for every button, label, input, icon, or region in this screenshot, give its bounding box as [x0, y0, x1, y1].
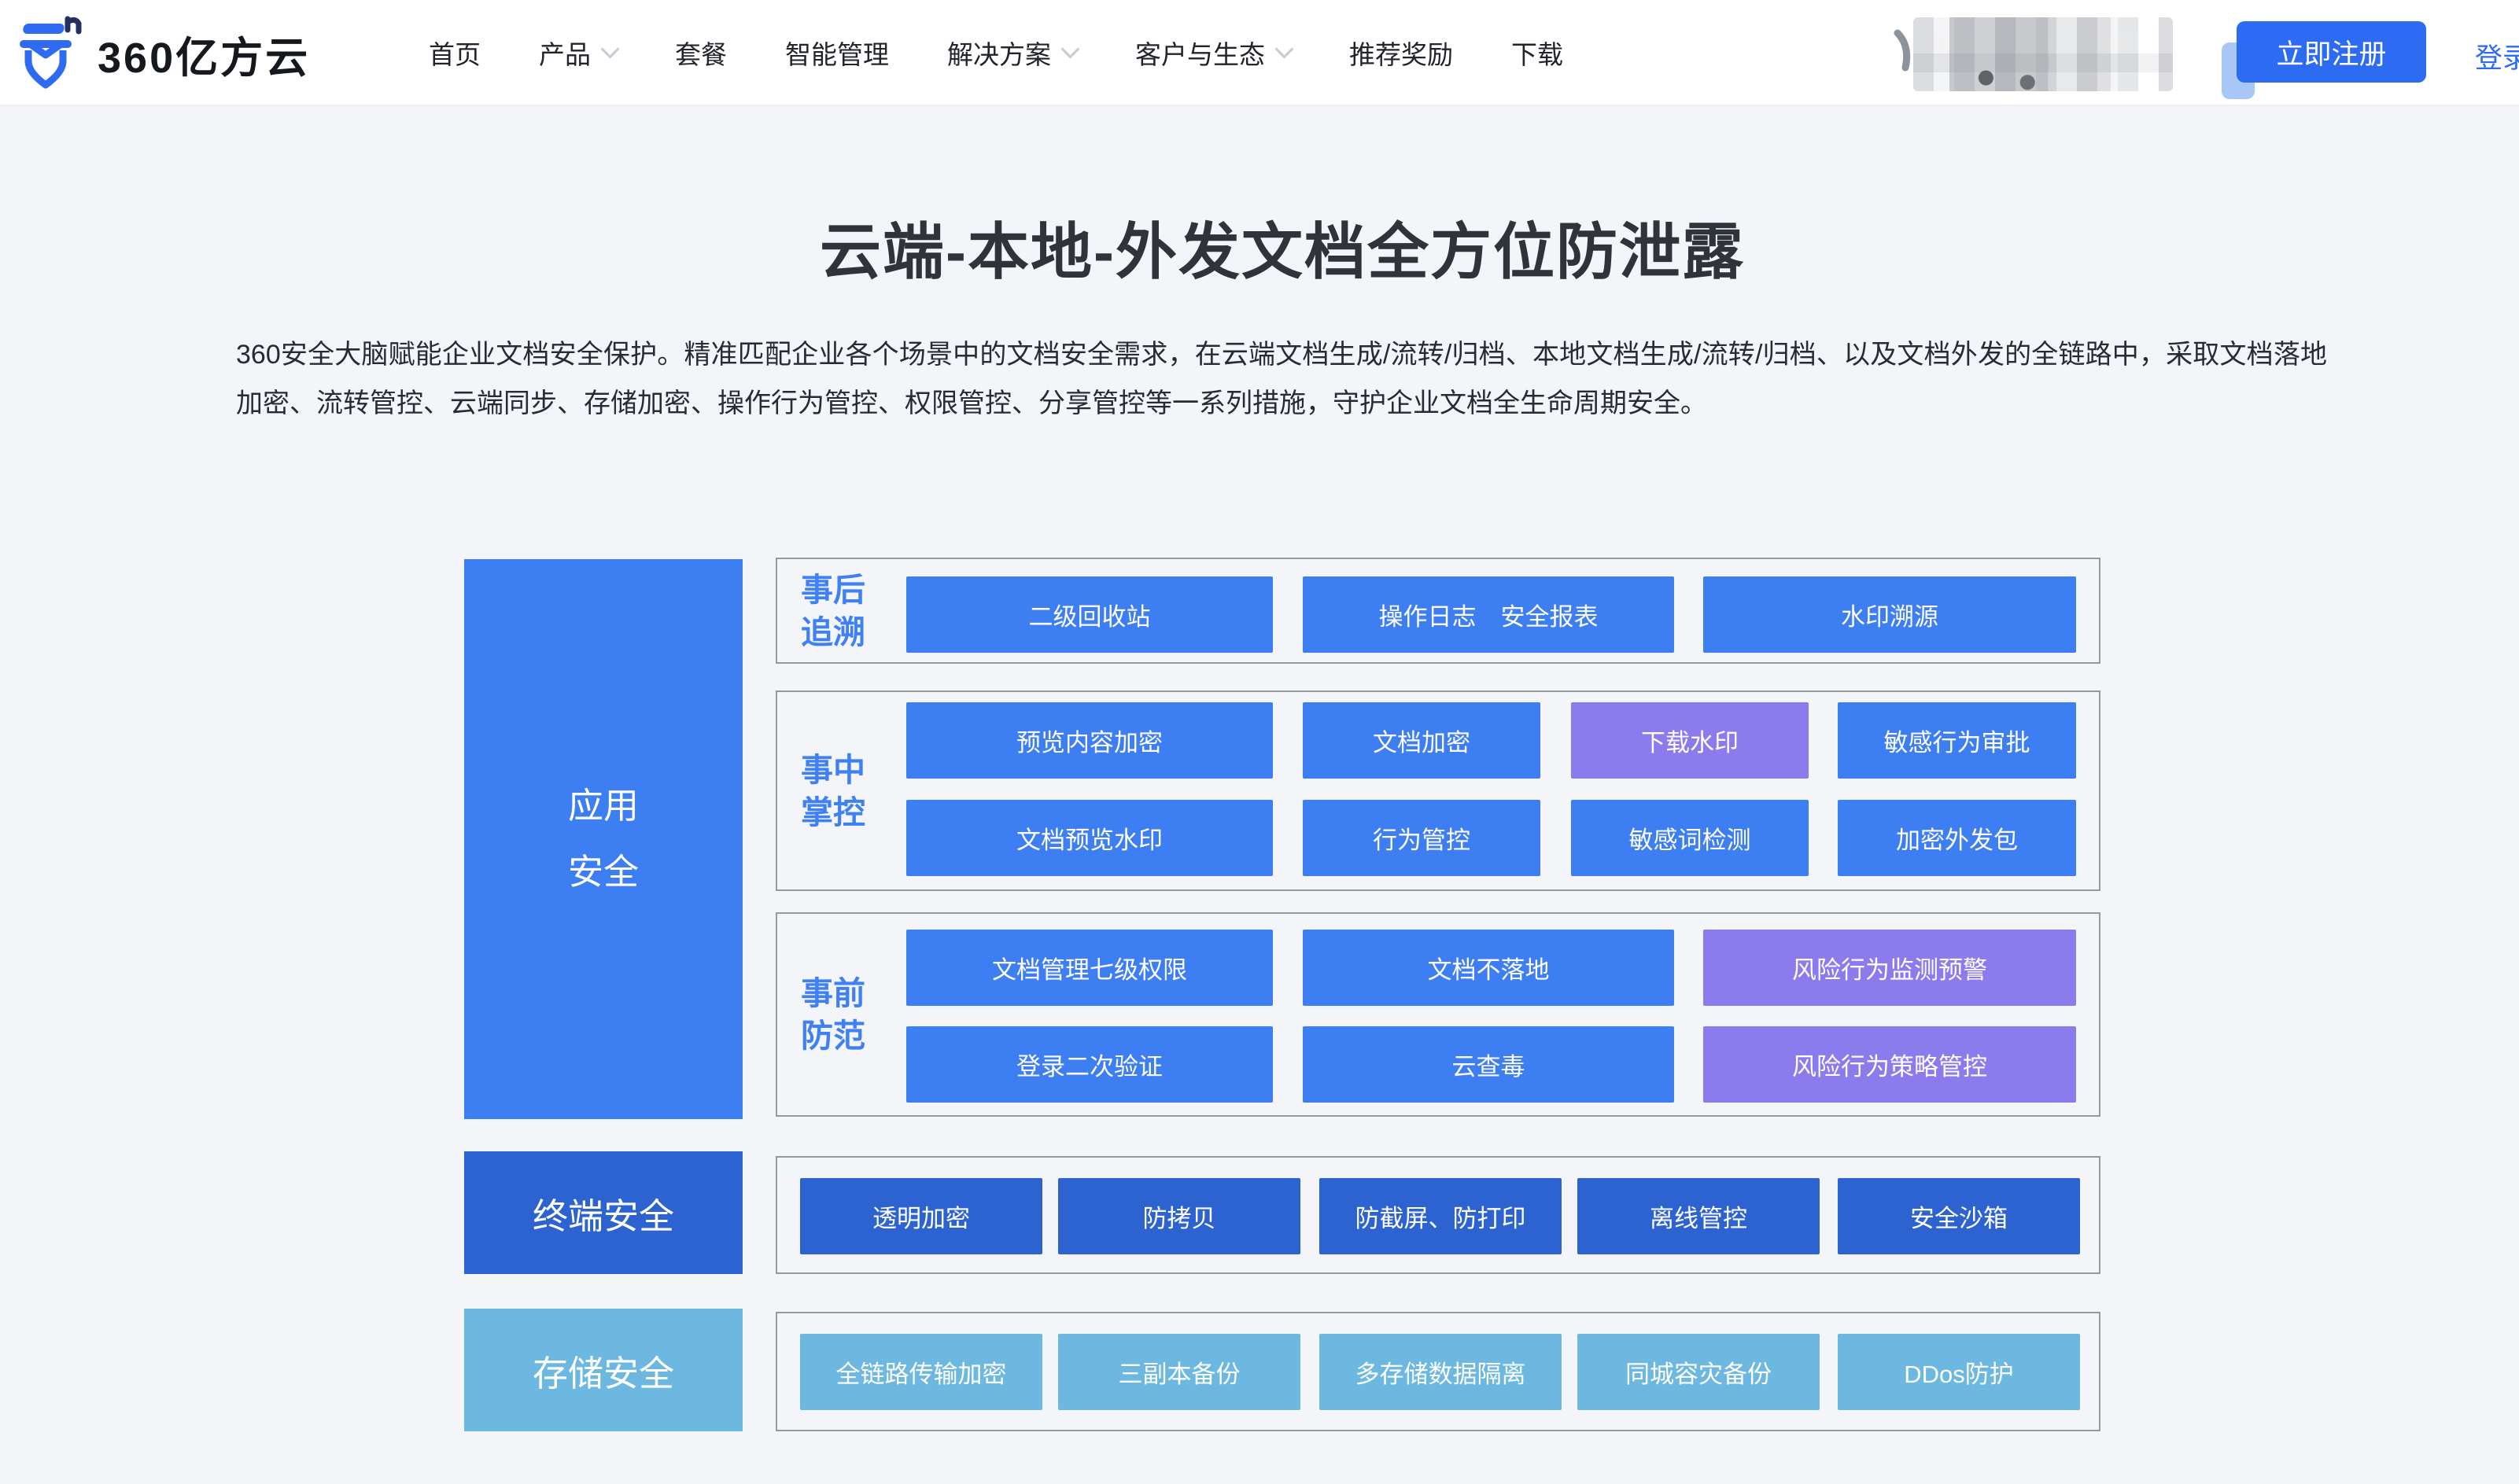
feature-chip: 行为管控 [1303, 800, 1540, 876]
nav-item-plans[interactable]: 套餐 [675, 39, 727, 69]
side-block-label-line: 安全 [567, 852, 639, 892]
side-block-label-line: 应用 [567, 786, 639, 826]
feature-chip: 文档管理七级权限 [906, 930, 1273, 1006]
nav-item-products[interactable]: 产品 [539, 34, 620, 72]
feature-chip: 防截屏、防打印 [1319, 1178, 1562, 1254]
chevron-down-icon [600, 39, 620, 59]
chevron-down-icon [1060, 39, 1080, 59]
feature-chip: 云查毒 [1303, 1026, 1674, 1103]
feature-chip: 下载水印 [1571, 702, 1809, 779]
nav-item-customers-ecosystem[interactable]: 客户与生态 [1135, 34, 1294, 72]
side-block-label: 存储安全 [532, 1353, 674, 1394]
feature-chip: 三副本备份 [1058, 1334, 1300, 1410]
nav-item-download[interactable]: 下载 [1511, 39, 1563, 69]
logo-text: 360亿方云 [98, 34, 311, 82]
feature-chip: 全链路传输加密 [800, 1334, 1042, 1410]
feature-chip: 二级回收站 [906, 576, 1273, 653]
panel-storage-security: 全链路传输加密 三副本备份 多存储数据隔离 同城容灾备份 DDos防护 [776, 1312, 2100, 1431]
panel-terminal-security: 透明加密 防拷贝 防截屏、防打印 离线管控 安全沙箱 [776, 1156, 2100, 1274]
login-link[interactable]: 登录 [2475, 43, 2519, 74]
feature-chip: 文档预览水印 [906, 800, 1273, 876]
page-description: 360安全大脑赋能企业文档安全保护。精准匹配企业各个场景中的文档安全需求，在云端… [236, 340, 2327, 418]
side-block-storage-security: 存储安全 [464, 1309, 743, 1431]
feature-chip: 预览内容加密 [906, 702, 1273, 779]
panel-label: 事中 掌控 [801, 751, 865, 830]
feature-chip: 加密外发包 [1838, 800, 2076, 876]
feature-chip: 水印溯源 [1703, 576, 2076, 653]
feature-chip: 文档不落地 [1303, 930, 1674, 1006]
phone-number-redacted [1913, 17, 2173, 91]
feature-chip: 风险行为监测预警 [1703, 930, 2076, 1006]
feature-chip: 防拷贝 [1058, 1178, 1300, 1254]
feature-chip: 操作日志 安全报表 [1303, 576, 1674, 653]
feature-chip: 敏感词检测 [1571, 800, 1809, 876]
nav-item-smart-management[interactable]: 智能管理 [785, 39, 889, 69]
page-title: 云端-本地-外发文档全方位防泄露 [820, 217, 1745, 286]
feature-chip: 登录二次验证 [906, 1026, 1273, 1103]
feature-chip: 文档加密 [1303, 702, 1540, 779]
phone-icon [1886, 28, 1918, 79]
nav-item-referral-rewards[interactable]: 推荐奖励 [1349, 39, 1453, 69]
panel-label: 事后 追溯 [801, 571, 865, 650]
panel-post-incident-tracing: 事后 追溯 二级回收站 操作日志 安全报表 水印溯源 [776, 558, 2100, 664]
feature-chip: 离线管控 [1577, 1178, 1820, 1254]
top-navigation-bar: 360亿方云 首页 产品 套餐 智能管理 解决方案 客户与生态 推荐奖励 下载 … [0, 0, 2519, 106]
feature-chip: 透明加密 [800, 1178, 1042, 1254]
logo-shield-pen-icon [19, 14, 83, 93]
feature-chip: 敏感行为审批 [1838, 702, 2076, 779]
side-block-application-security: 应用 安全 [464, 559, 743, 1119]
nav-item-home[interactable]: 首页 [429, 39, 481, 69]
feature-chip: 同城容灾备份 [1577, 1334, 1820, 1410]
register-button[interactable]: 立即注册 [2237, 21, 2426, 83]
nav-item-solutions[interactable]: 解决方案 [947, 34, 1080, 72]
panel-advance-prevention: 事前 防范 文档管理七级权限 文档不落地 风险行为监测预警 登录二次验证 云查毒… [776, 912, 2100, 1117]
panel-label: 事前 防范 [801, 975, 865, 1054]
feature-chip: DDos防护 [1838, 1334, 2080, 1410]
panel-in-process-control: 事中 掌控 预览内容加密 文档加密 下载水印 敏感行为审批 文档预览水印 行为管… [776, 690, 2100, 891]
side-block-terminal-security: 终端安全 [464, 1151, 743, 1274]
side-block-label: 终端安全 [532, 1195, 674, 1236]
feature-chip: 风险行为策略管控 [1703, 1026, 2076, 1103]
logo[interactable]: 360亿方云 [19, 14, 310, 93]
feature-chip: 安全沙箱 [1838, 1178, 2080, 1254]
main-nav: 首页 产品 套餐 智能管理 解决方案 客户与生态 推荐奖励 下载 [429, 0, 1563, 105]
chevron-down-icon [1274, 39, 1294, 59]
feature-chip: 多存储数据隔离 [1319, 1334, 1562, 1410]
